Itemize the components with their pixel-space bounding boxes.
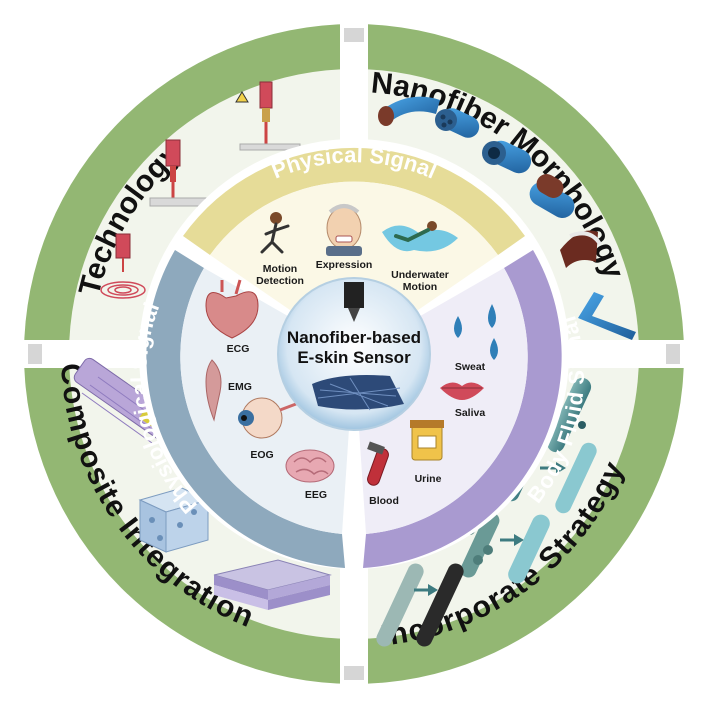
hollow-fiber-icon — [482, 140, 532, 174]
ribbon-fiber-icon — [378, 96, 440, 126]
fiber-transformation-icon-2 — [460, 512, 550, 584]
label-motion-detection-2: Detection — [256, 275, 304, 287]
label-underwater-motion-2: Motion — [403, 281, 437, 293]
label-motion-detection-1: Motion — [263, 263, 297, 275]
label-eog: EOG — [250, 449, 273, 461]
label-expression: Expression — [316, 259, 373, 271]
porous-fiber-icon — [435, 108, 480, 138]
aerogel-cube-icon — [138, 487, 210, 553]
urine-cup-icon — [410, 420, 444, 461]
melt-spinning-syringe-icon — [235, 81, 301, 151]
sweat-drops-icon — [454, 304, 498, 360]
coated-fiber-icon — [546, 377, 592, 453]
label-blood: Blood — [369, 495, 399, 507]
fiber-transformation-icon-3 — [376, 563, 464, 647]
heart-icon — [205, 279, 259, 339]
blood-tube-icon — [367, 441, 389, 486]
center-title-line2: E-skin Sensor — [297, 348, 411, 367]
expression-face-icon — [326, 204, 362, 256]
physical-sector — [210, 181, 498, 354]
core-shell-fiber-icon — [529, 174, 575, 218]
muscle-icon — [205, 359, 222, 422]
technology-illustrations — [100, 81, 301, 299]
spinneret-icon — [344, 282, 364, 322]
twisted-fiber-icon — [560, 230, 602, 268]
label-sweat: Sweat — [455, 361, 486, 373]
label-ecg: ECG — [227, 343, 250, 355]
flat-fiber-icon — [578, 292, 636, 340]
label-eeg: EEG — [305, 489, 327, 501]
label-saliva: Saliva — [455, 407, 486, 419]
center-title-line1: Nanofiber-based — [287, 328, 421, 347]
eye-icon — [238, 397, 297, 439]
coaxial-spinning-icon — [100, 233, 146, 299]
physiological-signal-band — [146, 250, 345, 568]
composite-integration-illustrations — [73, 357, 332, 610]
body-fluid-signal-band — [363, 250, 562, 568]
nanofiber-mat-icon — [312, 375, 404, 411]
label-emg: EMG — [228, 381, 252, 393]
running-person-icon — [260, 212, 290, 254]
lips-icon — [440, 382, 484, 400]
label-underwater-motion-1: Underwater — [391, 269, 449, 281]
layered-membrane-icon — [213, 559, 332, 610]
swimmer-icon — [382, 221, 458, 252]
brain-icon — [285, 449, 335, 483]
physical-signal-band — [183, 147, 525, 255]
nanofiber-morphology-illustrations — [378, 96, 636, 340]
label-urine: Urine — [415, 473, 442, 485]
